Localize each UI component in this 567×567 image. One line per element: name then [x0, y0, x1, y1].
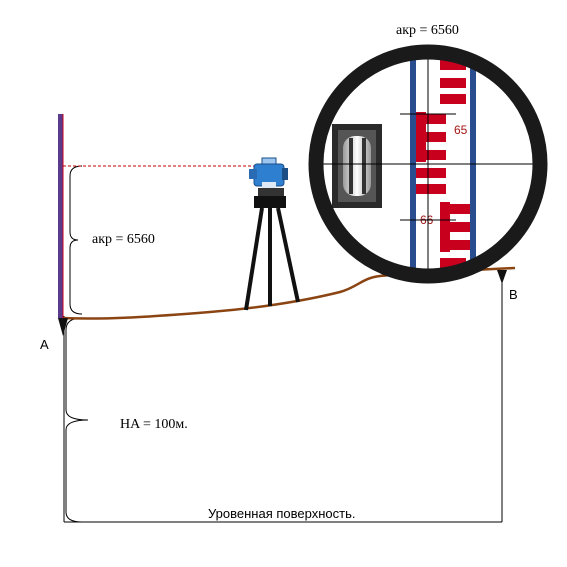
staff-graduations: [416, 60, 470, 268]
staff-number-65: 65: [454, 123, 468, 137]
top-reading-label: aкр = 6560: [396, 23, 459, 38]
height-brace: [65, 317, 89, 523]
eyepiece-ring: [308, 44, 548, 284]
height-a-label: HA = 100м.: [120, 417, 188, 432]
point-a-marker: [58, 318, 68, 336]
point-b-label: B: [509, 287, 518, 302]
staff-reading-label: aкр = 6560: [92, 232, 155, 247]
level-surface-label: Уровенная поверхность.: [208, 506, 355, 521]
level-instrument: [244, 157, 300, 311]
leveling-staff: [58, 114, 63, 318]
point-a-label: A: [40, 337, 49, 352]
reading-brace: [69, 165, 83, 315]
eyepiece-view: 65 66: [308, 44, 548, 284]
point-b-marker: [497, 270, 507, 284]
